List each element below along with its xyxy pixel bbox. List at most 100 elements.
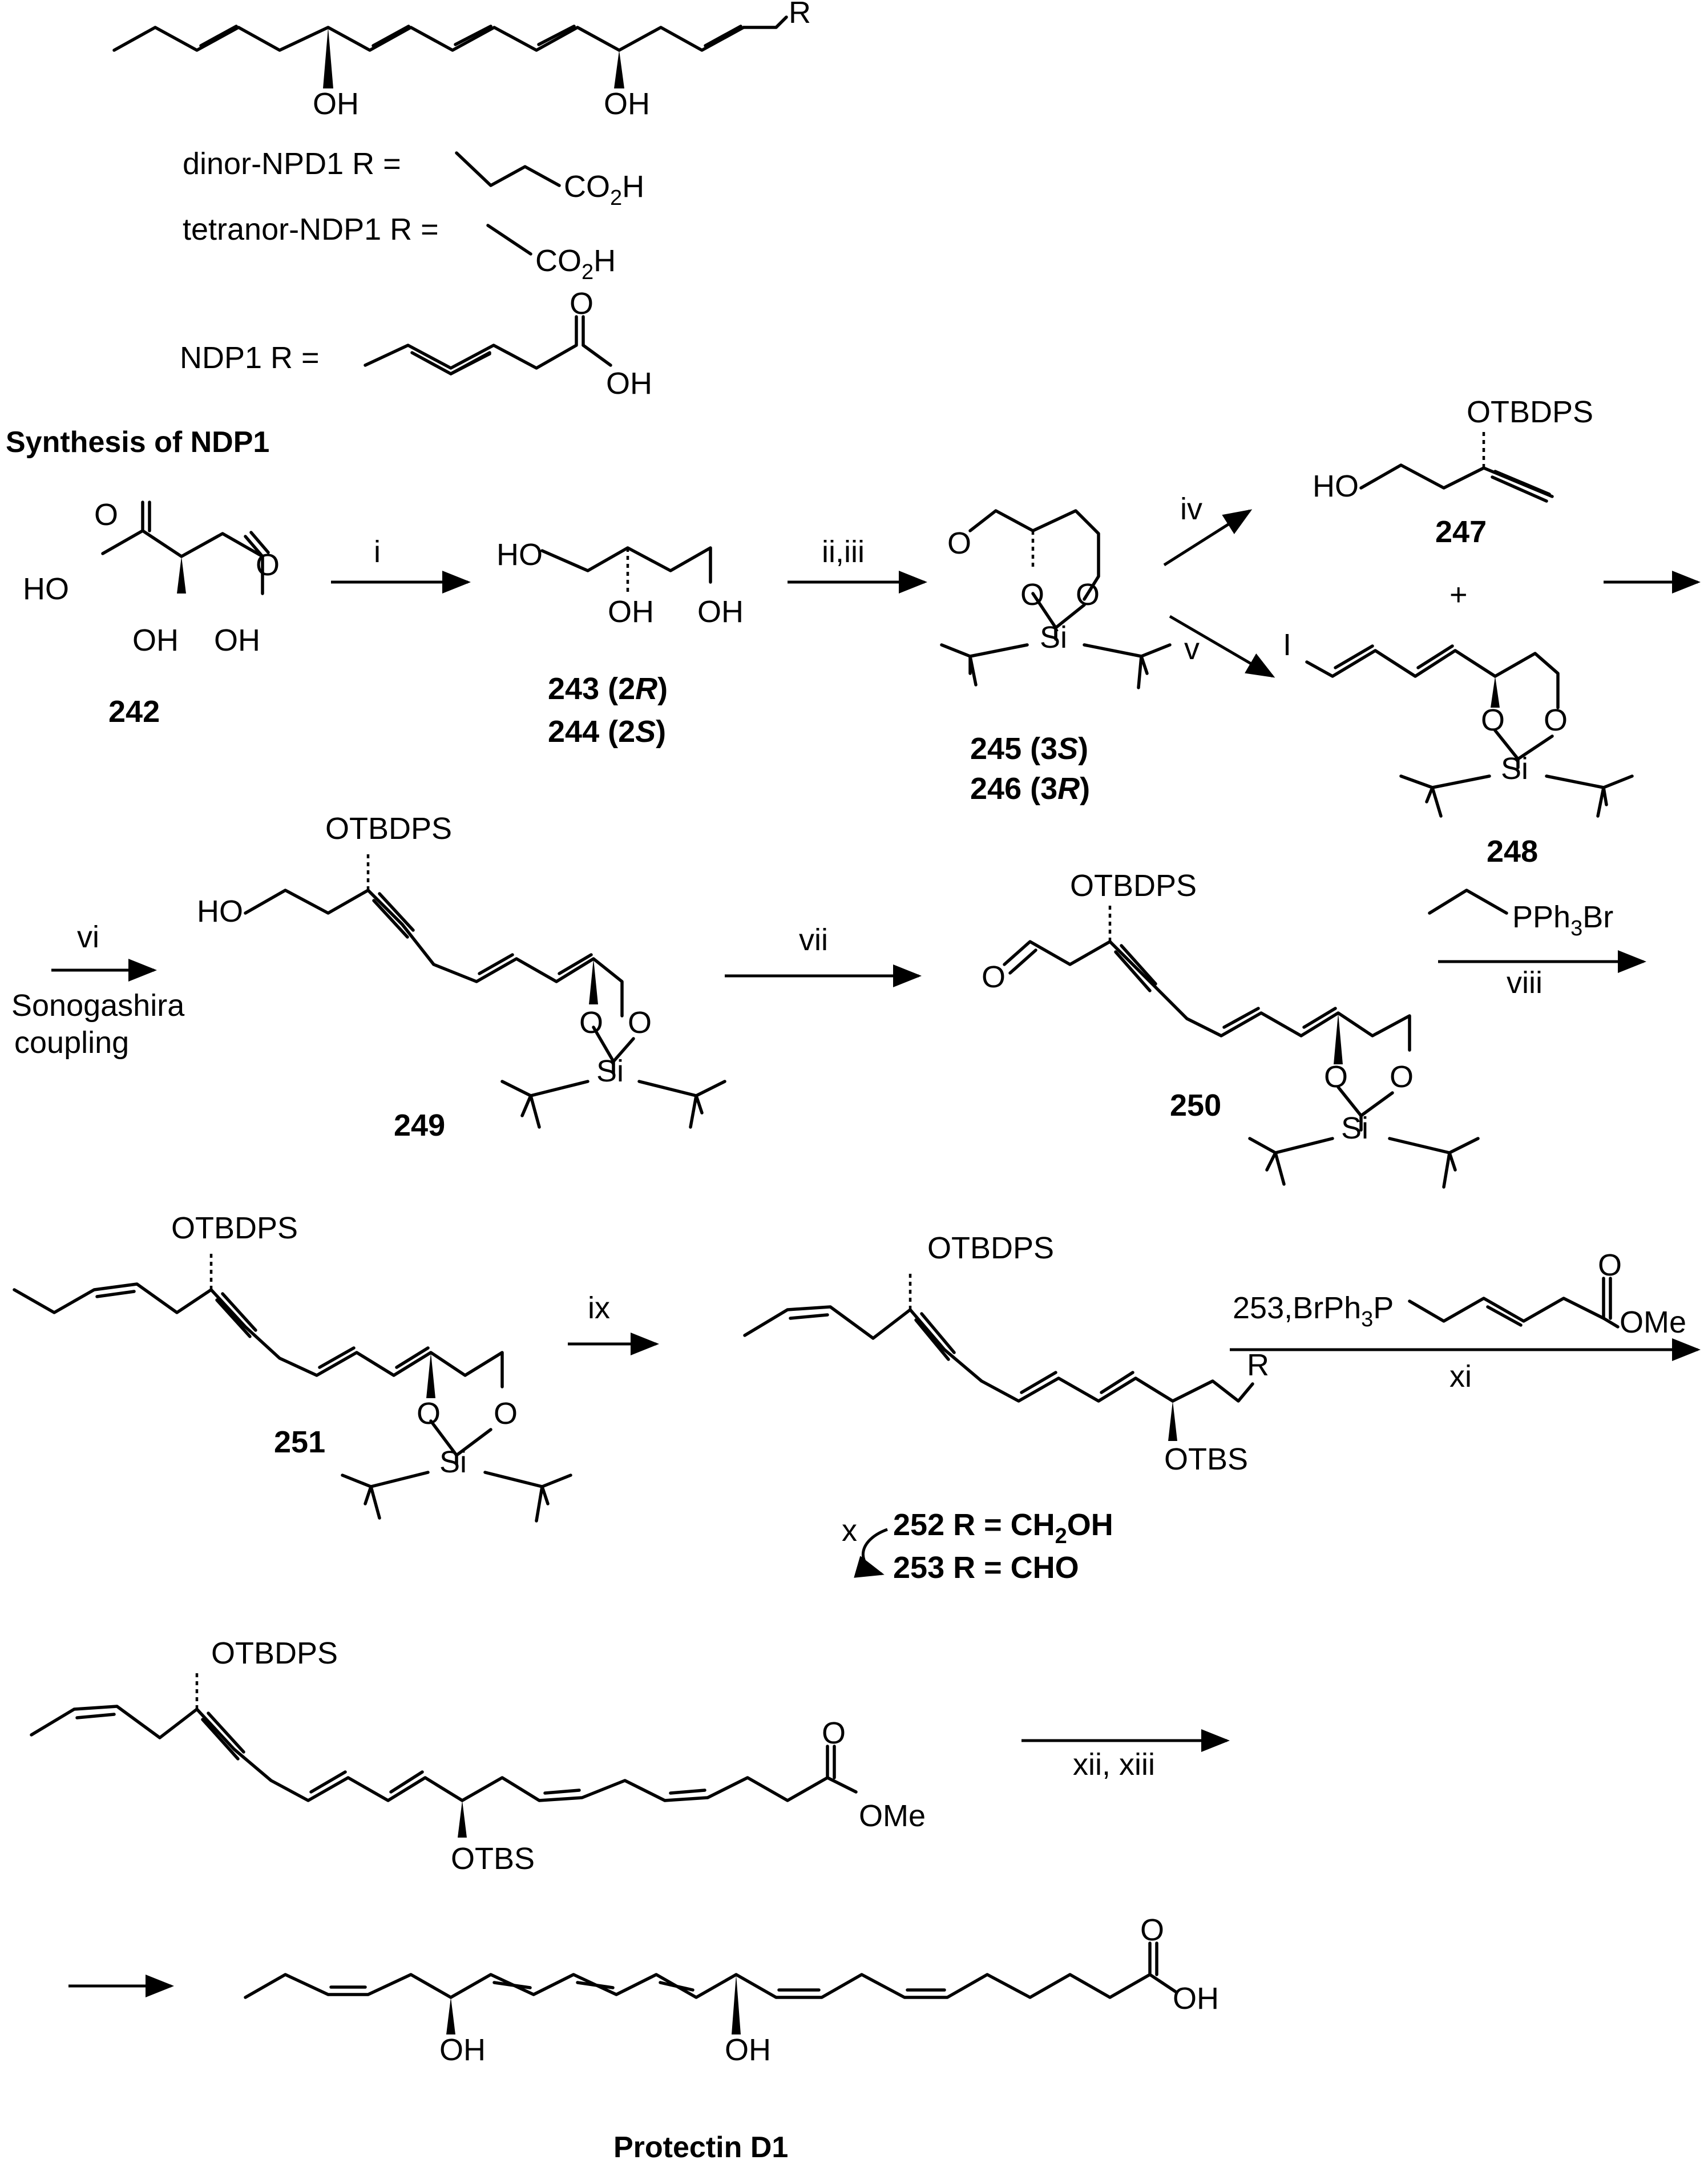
compound-247-number: 247 [1435,515,1487,549]
o-label: O [1544,703,1568,737]
plus-sign: + [1449,578,1468,612]
step-x-label: x [842,1513,857,1548]
si-label: Si [1501,752,1528,786]
o-label: O [1390,1060,1414,1094]
step-v-label: v [1184,632,1200,666]
otbdps-label: OTBDPS [927,1231,1054,1265]
compound-246-number: 246 (3R) [970,772,1090,806]
wittig-reagent-label: 253,BrPh3P [1233,1291,1394,1331]
compound-248-structure [1305,644,1634,818]
acid-oh-label: OH [606,366,652,401]
o-label: O [947,526,971,560]
ome-label: OMe [859,1799,926,1833]
oh-label: OH [725,2033,771,2067]
oh-label: OH [313,87,359,121]
step-ii-iii-label: ii,iii [822,535,865,569]
protected-ester-structure [30,1669,858,1838]
compound-252-number: 252 R = CH2OH [893,1508,1113,1548]
otbs-label: OTBS [1164,1442,1248,1476]
oh-label: OH [439,2033,486,2067]
step-viii-label: viii [1507,966,1543,1000]
acid-oh-label: OH [1173,1981,1219,2016]
compound-243-structure [540,546,712,594]
reaction-arrow-x [854,1528,888,1578]
tetranor-label: tetranor-NDP1 R = [183,212,439,247]
protectin-d1-title: Protectin D1 [613,2131,788,2164]
reaction-arrow-iv [1163,509,1253,567]
oh-label: OH [697,595,744,629]
si-label: Si [439,1445,467,1479]
pph3br-label: PPh3Br [1512,900,1613,940]
ndp1-label: NDP1 R = [180,341,320,375]
otbdps-label: OTBDPS [171,1211,298,1245]
compound-249-number: 249 [394,1108,445,1143]
compound-247-structure [1359,428,1554,503]
compound-244-number: 244 (2S) [548,714,666,749]
si-label: Si [1040,620,1067,655]
o-label: O [94,498,118,532]
compound-252-structure [743,1270,1254,1441]
section-title: Synthesis of NDP1 [6,426,269,459]
r-label: R [789,0,811,30]
o-label: O [1076,578,1100,612]
compound-242-number: 242 [108,695,160,729]
o-label: O [494,1396,518,1431]
si-label: Si [1341,1111,1368,1145]
oh-label: OH [608,595,654,629]
wittig-reagent-structure [1408,1277,1620,1329]
o-label: O [256,548,280,582]
otbdps-label: OTBDPS [325,812,452,846]
dinor-label: dinor-NPD1 R = [183,147,401,181]
o-label: O [628,1006,652,1040]
o-label: O [1598,1248,1622,1282]
step-ix-label: ix [588,1291,610,1325]
compound-253-number: 253 R = CHO [893,1551,1079,1585]
compound-249-structure [244,850,726,1129]
step-xi-label: xi [1449,1359,1472,1394]
r-label: R [1247,1348,1269,1382]
o-label: O [1481,703,1505,737]
o-label: O [417,1396,441,1431]
compound-250-structure [1003,905,1480,1189]
compound-242-structure [101,500,270,595]
ho-label: HO [197,894,243,928]
sonogashira-label: Sonogashira [11,988,185,1023]
ho-label: HO [496,538,543,572]
otbdps-label: OTBDPS [1467,395,1593,429]
ome-label: OMe [1620,1305,1686,1339]
oh-label: OH [604,87,650,121]
compound-245-number: 245 (3S) [970,732,1088,766]
compound-251-number: 251 [274,1425,325,1459]
compound-250-number: 250 [1170,1088,1221,1123]
o-label: O [1324,1060,1348,1094]
ho-label: HO [23,572,69,606]
oh-label: OH [214,623,260,657]
scaffold-structure [112,15,788,88]
step-i-label: i [374,535,381,569]
co2h-label: CO2H [535,244,616,284]
reaction-arrow-v [1169,615,1275,678]
protectin-d1-structure [244,1941,1177,2034]
iodine-label: I [1283,628,1291,662]
step-xii-xiii-label: xii, xiii [1073,1747,1155,1782]
o-label: O [579,1006,603,1040]
compound-248-number: 248 [1487,834,1538,869]
step-vii-label: vii [799,923,828,957]
carbonyl-o-label: O [570,286,593,321]
compound-245-structure [940,509,1172,689]
o-label: O [982,960,1006,994]
si-label: Si [596,1054,624,1088]
oh-label: OH [132,623,179,657]
co2h-label: CO2H [564,169,644,210]
o-label: O [1020,578,1044,612]
compound-251-structure [13,1250,572,1523]
ho-label: HO [1313,469,1359,503]
coupling-label: coupling [14,1026,129,1060]
compound-243-number: 243 (2R) [548,672,668,706]
otbdps-label: OTBDPS [1070,869,1197,903]
o-label: O [822,1716,846,1750]
step-vi-label: vi [77,920,99,954]
otbdps-label: OTBDPS [211,1636,338,1670]
ylide-reagent-structure [1428,889,1508,915]
